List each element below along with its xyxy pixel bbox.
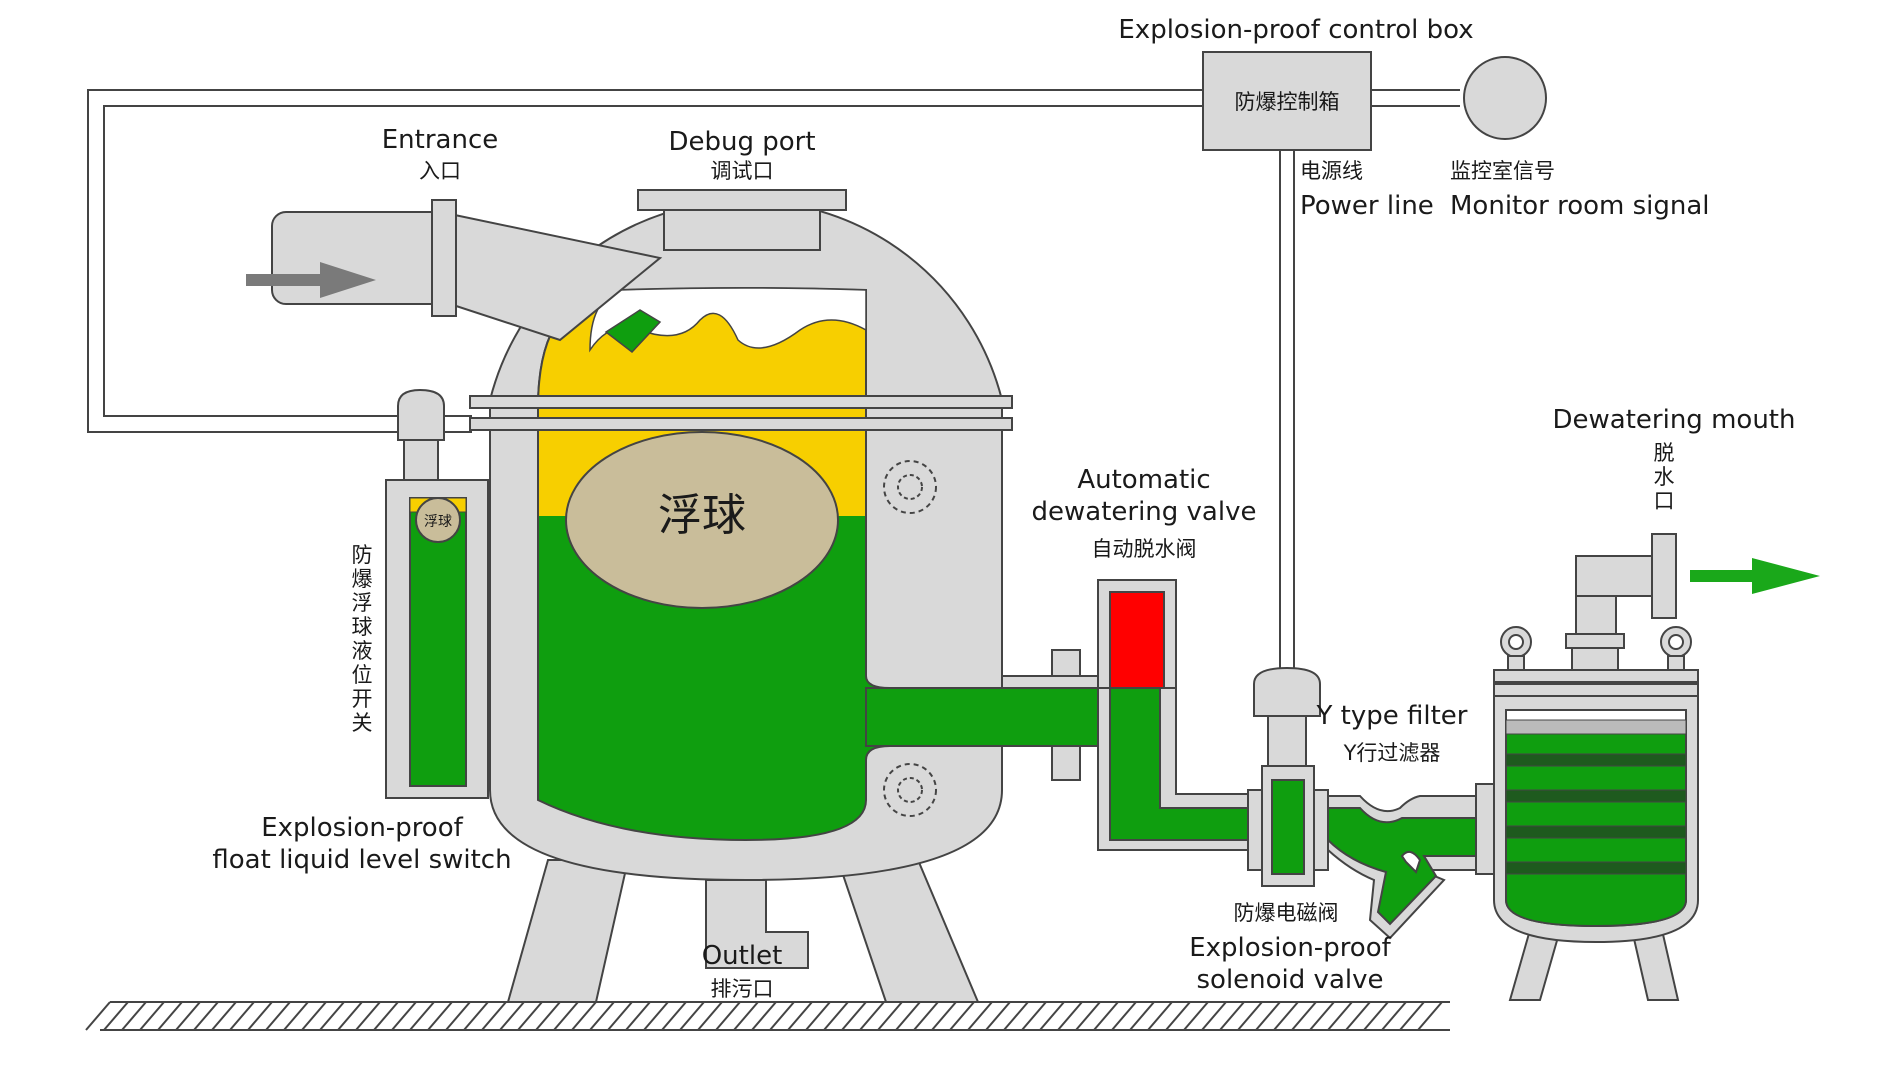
vertical-char: 脱 [1654, 441, 1675, 465]
vertical-char: 关 [352, 711, 373, 735]
vertical-char: 球 [352, 615, 373, 639]
vertical-char: 开 [352, 687, 373, 711]
float-level-switch: 浮球 [385, 388, 489, 799]
control-box-title: Explosion-proof control box [1118, 15, 1473, 45]
y-filter-label-en: Y type filter [1316, 701, 1468, 731]
vertical-char: 水 [1654, 465, 1675, 489]
outlet-label-cn: 排污口 [711, 977, 774, 1001]
auto-dewatering-valve [1097, 579, 1177, 689]
level-switch-label-en-2: float liquid level switch [212, 845, 511, 875]
float-ball-label: 浮球 [658, 490, 746, 541]
entrance-arrow [246, 262, 376, 298]
solenoid-label-en-1: Explosion-proof [1189, 933, 1391, 963]
vertical-char: 位 [352, 663, 373, 687]
debug-port [637, 189, 847, 251]
auto-valve-label-en-2: dewatering valve [1032, 497, 1257, 527]
control-loop-lines [87, 89, 1460, 668]
auto-valve-label-en-1: Automatic [1077, 465, 1210, 495]
vertical-char: 液 [352, 639, 373, 663]
filter-bands [1505, 753, 1687, 875]
entrance-label-en: Entrance [382, 125, 499, 155]
vertical-char: 防 [352, 543, 373, 567]
monitor-signal-label-cn: 监控室信号 [1450, 159, 1555, 183]
dewatering-mouth-vertical-label: 脱水口 [1654, 441, 1675, 513]
screen-mesh [1505, 719, 1687, 735]
vertical-char: 口 [1654, 489, 1675, 513]
entrance-label-cn: 入口 [419, 159, 461, 183]
auto-valve-label-cn: 自动脱水阀 [1092, 537, 1197, 561]
control-box: 防爆控制箱 [1202, 51, 1372, 151]
vertical-char: 浮 [352, 591, 373, 615]
sight-glass-upper [883, 460, 937, 514]
monitor-signal-label-en: Monitor room signal [1450, 191, 1710, 221]
filter-band [1505, 825, 1687, 839]
solenoid-valve [1247, 666, 1329, 887]
float-ball [565, 431, 839, 609]
dewatering-tank [1475, 533, 1820, 1001]
dewatering-mouth-label-en: Dewatering mouth [1553, 405, 1796, 435]
solenoid-label-cn: 防爆电磁阀 [1234, 901, 1339, 925]
y-filter-label-cn: Y行过滤器 [1343, 741, 1441, 765]
debug-port-label-cn: 调试口 [711, 159, 774, 183]
labels: Explosion-proof control box Entrance 入口 … [212, 15, 1795, 1001]
filter-band [1505, 789, 1687, 803]
debug-port-label-en: Debug port [668, 127, 815, 157]
power-line-label-en: Power line [1300, 191, 1434, 221]
vessel-legs [506, 859, 980, 1003]
level-switch-label-en-1: Explosion-proof [261, 813, 463, 843]
filter-band [1505, 753, 1687, 767]
level-switch-float [415, 497, 461, 543]
power-line-label-cn: 电源线 [1300, 159, 1363, 183]
ground-hatch [85, 1001, 1450, 1031]
monitor-signal-circle [1463, 56, 1547, 140]
vertical-char: 爆 [352, 567, 373, 591]
filter-band [1505, 861, 1687, 875]
solenoid-label-en-2: solenoid valve [1197, 965, 1384, 995]
sight-glass-lower [883, 763, 937, 817]
entrance-pipe [246, 199, 663, 342]
outlet-label-en: Outlet [702, 941, 783, 971]
control-box-cn-label: 防爆控制箱 [1235, 90, 1340, 114]
y-type-filter [1327, 795, 1477, 940]
dewatering-arrow [1690, 558, 1820, 594]
level-switch-float-label: 浮球 [424, 514, 452, 530]
